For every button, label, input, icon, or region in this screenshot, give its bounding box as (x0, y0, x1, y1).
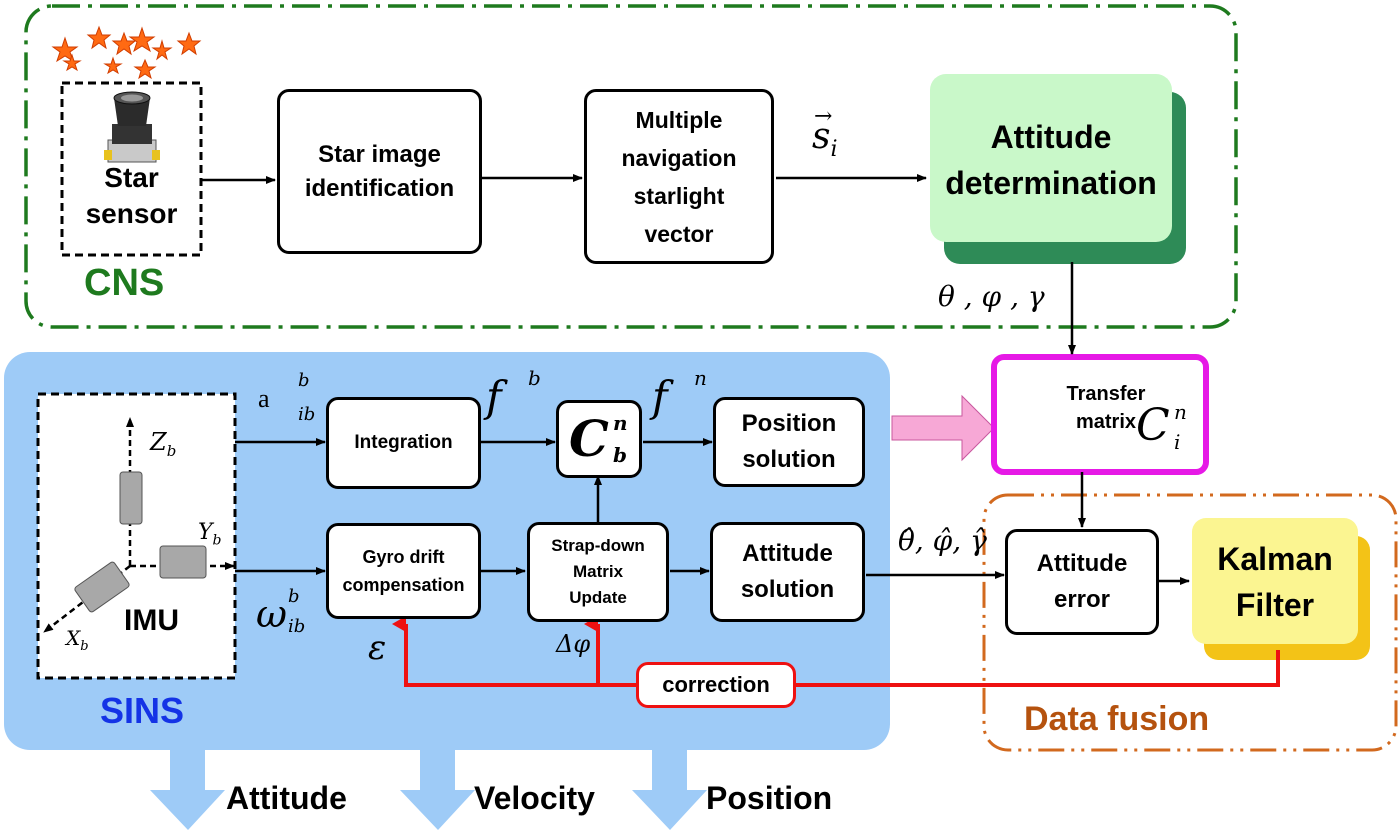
attitude-determination-box (930, 74, 1172, 242)
pink-arrow (891, 394, 995, 462)
transfer-matrix-box (991, 354, 1209, 475)
output-attitude-label: Attitude (226, 780, 347, 816)
output-position-label: Position (706, 780, 833, 816)
position-solution-box: Position solution (713, 397, 865, 487)
integration-box: Integration (326, 397, 481, 489)
strapdown-matrix-update-box: Strap-down Matrix Update (527, 522, 669, 622)
kalman-filter-box (1192, 518, 1358, 644)
cbn-matrix-box: C n b (556, 400, 642, 478)
cns-region-border (24, 4, 1238, 329)
attitude-error-box: Attitude error (1005, 529, 1159, 635)
axis-z-label: Zb (150, 428, 177, 460)
fusion-region-border (982, 493, 1398, 752)
accel-input-label: a b ib (258, 370, 316, 425)
starlight-vector-symbol: → si (812, 104, 838, 163)
axis-x-label: Xb (66, 626, 89, 654)
data-fusion-label: Data fusion (1024, 700, 1210, 738)
attitude-estimates-label: θ̂, φ̂, γ̂ (898, 524, 987, 557)
stars-decoration (51, 25, 202, 80)
cns-angles-label: θ , φ , γ (938, 280, 1045, 313)
transfer-matrix-symbol: C n i (1136, 400, 1187, 454)
omega-input-label: ω b ib (256, 586, 306, 637)
transfer-matrix-label: Transfer matrix (1066, 383, 1146, 433)
star-sensor-device-icon (104, 91, 160, 163)
imu-box (36, 392, 237, 680)
kalman-filter-label: Kalman Filter (1217, 541, 1333, 623)
epsilon-label: ε (368, 628, 387, 668)
correction-path (392, 616, 1280, 687)
imu-label: IMU (124, 604, 179, 637)
star-image-identification-box: Star image identification (277, 89, 482, 254)
axis-y-label: Yb (198, 520, 222, 549)
multiple-navigation-box: Multiple navigation starlight vector (584, 89, 774, 264)
attitude-determination-label: Attitude determination (945, 119, 1157, 201)
cns-label: CNS (84, 262, 165, 304)
gyro-drift-compensation-box: Gyro drift compensation (326, 523, 481, 619)
sins-label: SINS (100, 690, 185, 731)
imu-sensor-icons (74, 471, 207, 613)
star-sensor-label: Star sensor (85, 162, 178, 229)
force-body-label: f b (486, 366, 541, 421)
delta-phi-label: Δφ (556, 630, 591, 658)
output-velocity-label: Velocity (474, 780, 595, 816)
attitude-solution-box: Attitude solution (710, 522, 865, 622)
correction-box: correction (636, 662, 796, 708)
connectors (201, 174, 1190, 585)
force-nav-label: f n (652, 366, 707, 421)
output-arrows (150, 750, 707, 830)
star-sensor-box (60, 81, 203, 257)
